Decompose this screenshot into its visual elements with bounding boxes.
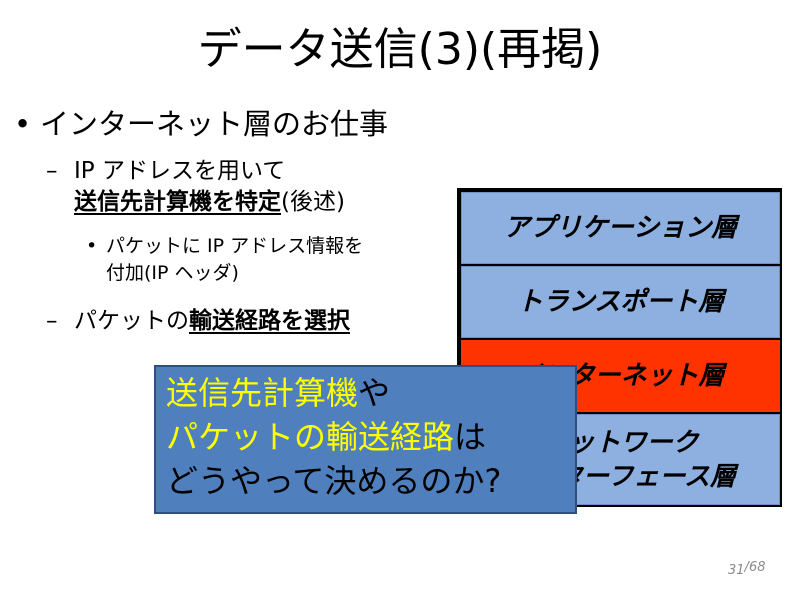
sub-bullet-prefix: パケットの (74, 308, 189, 334)
callout-text: や (358, 374, 391, 412)
slide-number-current: 31 (728, 563, 745, 578)
sub-bullet-marker: – (46, 308, 58, 334)
detail-bullet-line2: 付加(IP ヘッダ) (106, 262, 239, 284)
slide-number: 31/68 (728, 560, 766, 578)
sub-bullet-marker: – (46, 158, 58, 184)
layer-application: アプリケーション層 (461, 192, 780, 264)
question-callout: 送信先計算機や パケットの輸送経路は どうやって決めるのか? (154, 365, 577, 514)
callout-question: どうやって決めるのか? (166, 462, 502, 500)
detail-bullet-ip-header: • パケットに IP アドレス情報を 付加(IP ヘッダ) (86, 233, 363, 287)
bullet-marker: • (14, 107, 32, 141)
detail-bullet-marker: • (86, 235, 98, 257)
slide-number-total: 68 (748, 560, 766, 575)
layer-label-line1: アプリケーション層 (503, 213, 738, 243)
slide-title: データ送信(3)(再掲) (197, 24, 603, 75)
sub-bullet-select-route: –パケットの輸送経路を選択 (46, 306, 350, 337)
callout-highlight: 送信先計算機 (166, 374, 359, 412)
layer-transport: トランスポート層 (461, 266, 780, 338)
sub-bullet-emphasis: 送信先計算機を特定 (74, 189, 281, 215)
layer-label-line1: トランスポート層 (516, 287, 725, 317)
bullet-internet-layer-tasks: •インターネット層のお仕事 (14, 104, 388, 144)
sub-bullet-emphasis: 輸送経路を選択 (189, 308, 350, 334)
detail-bullet-line1: パケットに IP アドレス情報を (106, 235, 364, 257)
callout-text: は (454, 418, 487, 456)
callout-highlight: パケットの輸送経路 (166, 418, 455, 456)
sub-bullet-suffix: (後述) (281, 189, 345, 215)
protocol-layer-stack: アプリケーション層 トランスポート層 インターネット層 ネットワーク インターフ… (457, 188, 782, 507)
sub-bullet-line1: IP アドレスを用いて (74, 158, 286, 184)
bullet-text: インターネット層のお仕事 (40, 107, 389, 141)
sub-bullet-identify-destination: –IP アドレスを用いて 送信先計算機を特定(後述) (46, 156, 345, 218)
